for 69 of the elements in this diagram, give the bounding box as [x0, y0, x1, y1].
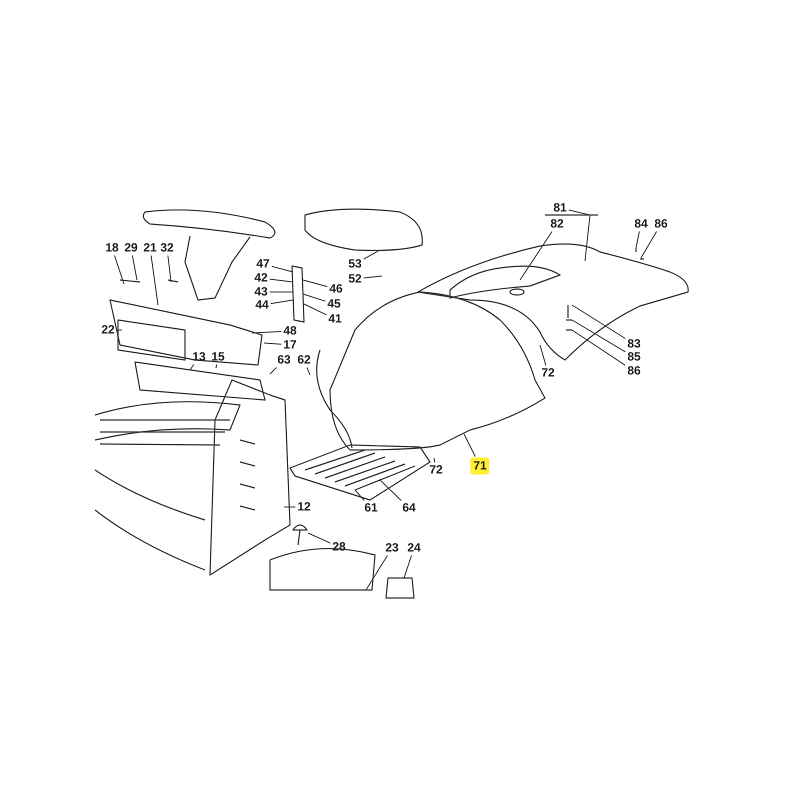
leader-line: [304, 304, 327, 316]
callout-number: 42: [253, 272, 269, 284]
callout-number: 52: [347, 272, 363, 286]
leader-line: [269, 278, 294, 282]
callout-number: 32: [159, 242, 175, 254]
callout-number: 45: [326, 298, 342, 310]
leader-line: [380, 480, 402, 501]
callout-number: 71: [470, 458, 490, 474]
callout-number: 84: [633, 218, 649, 230]
callout-number: 15: [210, 350, 226, 364]
callout-number: 82: [549, 218, 565, 230]
callout-number: 72: [428, 464, 444, 476]
leader-line: [572, 304, 626, 339]
callout-number: 81: [552, 202, 568, 214]
leader-line: [252, 331, 282, 334]
leader-line: [308, 532, 331, 544]
leader-line: [434, 458, 436, 463]
callout-number: 41: [327, 312, 343, 326]
callout-number: 86: [626, 364, 642, 378]
callout-number: 64: [401, 502, 417, 514]
leader-line: [404, 555, 412, 578]
leader-line: [363, 250, 380, 260]
leader-line: [520, 231, 552, 280]
callout-number: 13: [191, 350, 207, 364]
leader-line: [363, 276, 382, 278]
leader-line: [270, 300, 294, 304]
leader-line: [284, 506, 296, 508]
callout-number: 23: [384, 542, 400, 554]
callout-number: 29: [123, 242, 139, 254]
callout-number: 63: [276, 354, 292, 366]
callout-number: 22: [100, 324, 116, 336]
leader-line: [167, 255, 172, 282]
leader-line: [302, 294, 326, 302]
leader-line: [636, 231, 640, 248]
leader-line: [354, 490, 365, 501]
leader-line: [302, 280, 328, 288]
callout-number: 17: [282, 338, 298, 352]
leader-line: [366, 555, 388, 590]
callout-number: 53: [347, 258, 363, 270]
callout-number: 18: [104, 242, 120, 254]
callout-number: 12: [296, 500, 312, 514]
leader-line: [216, 364, 218, 368]
callout-number: 83: [626, 338, 642, 350]
callout-number: 21: [142, 242, 158, 254]
leader-line: [150, 255, 158, 306]
leader-line: [271, 266, 294, 272]
leader-line: [132, 255, 138, 280]
callout-number: 46: [328, 282, 344, 296]
leader-line: [640, 231, 658, 258]
callout-number: 43: [253, 286, 269, 298]
callout-number: 86: [653, 218, 669, 230]
leader-line: [572, 330, 626, 366]
callout-number: 44: [254, 298, 270, 312]
leader-line: [264, 342, 282, 345]
leader-line: [568, 210, 591, 262]
callout-number: 61: [363, 502, 379, 514]
leader-line: [190, 364, 194, 370]
leader-line: [270, 367, 277, 374]
callout-number: 85: [626, 350, 642, 364]
callout-number: 62: [296, 354, 312, 366]
leader-line: [306, 367, 310, 376]
leader-line: [464, 434, 476, 457]
leader-line: [114, 255, 124, 284]
callout-number: 72: [540, 366, 556, 380]
leader-line: [572, 320, 626, 352]
leader-line: [540, 344, 546, 366]
callout-number: 48: [282, 324, 298, 338]
callout-number: 47: [255, 258, 271, 270]
callout-number: 24: [406, 542, 422, 554]
